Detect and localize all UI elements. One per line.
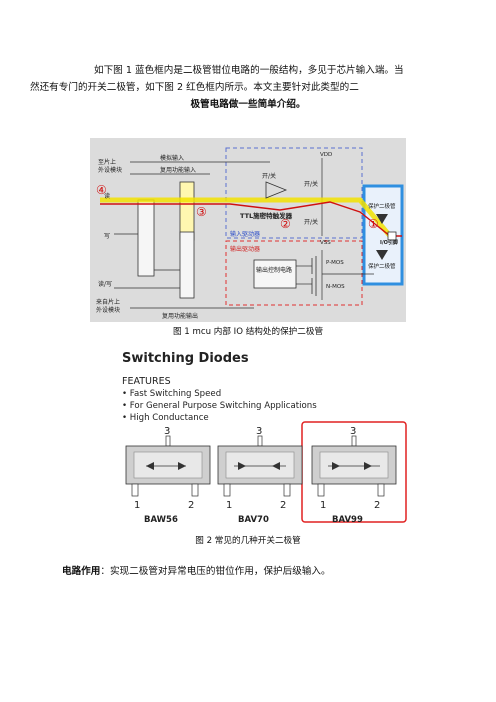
label-peripheral-module: 外设模块 xyxy=(98,166,122,174)
label-alt-input: 复用功能输入 xyxy=(160,166,196,174)
label-protect-diode-lower: 保护二极管 xyxy=(368,262,396,270)
baw56-pin-1: 1 xyxy=(134,500,140,511)
baw56-pin-2: 2 xyxy=(188,500,194,511)
baw56-label: BAW56 xyxy=(144,515,178,524)
package-baw56: 3 1 2 BAW56 xyxy=(125,426,211,525)
lower-diode-icon xyxy=(376,250,388,260)
bav70-pin-1: 1 xyxy=(226,500,232,511)
input-data-register xyxy=(179,181,195,241)
label-io-pin: I/O引脚 xyxy=(380,239,398,246)
intro-line-2: 然还有专门的开关二极管，如下图 2 红色框内所示。本文主要针对此类型的二 xyxy=(30,82,359,93)
label-to-peripheral: 至片上 xyxy=(98,158,116,166)
label-read: 读 xyxy=(104,192,110,200)
bav99-pin-2: 2 xyxy=(374,500,380,511)
schmitt-trigger-symbol xyxy=(265,181,288,199)
label-vss: VSS xyxy=(320,240,331,246)
circuit-effect-label: 电路作用 xyxy=(62,566,101,577)
intro-paragraph: 如下图 1 蓝色框内是二极管钳位电路的一般结构，多见于芯片输入端。当 然还有专门… xyxy=(30,62,434,113)
marker-1: ① xyxy=(368,217,379,231)
label-output-control: 输出控制电路 xyxy=(256,266,292,274)
label-switch-3: 开/关 xyxy=(304,218,318,226)
label-vdd: VDD xyxy=(320,152,332,158)
output-control-block xyxy=(253,259,297,289)
input-driver-box xyxy=(225,147,363,239)
output-data-register xyxy=(179,231,195,299)
label-from-peripheral: 来自片上 xyxy=(96,298,120,306)
label-protect-diode-upper: 保护二极管 xyxy=(368,202,396,210)
circuit-effect-paragraph: 电路作用：实现二极管对异常电压的钳位作用，保护后级输入。 xyxy=(62,563,331,577)
label-pmos: P-MOS xyxy=(326,260,344,266)
bav99-label: BAV99 xyxy=(332,515,363,524)
circuit-effect-text: ：实现二极管对异常电压的钳位作用，保护后级输入。 xyxy=(100,566,331,577)
switching-diodes-figure: Switching Diodes FEATURES • Fast Switchi… xyxy=(122,351,407,525)
label-input-driver: 输入驱动器 xyxy=(230,230,260,238)
fig2-title: Switching Diodes xyxy=(122,351,249,366)
feature-2: • For General Purpose Switching Applicat… xyxy=(122,401,317,411)
baw56-pin-3: 3 xyxy=(164,426,170,437)
io-structure-diagram: 至片上 外设模块 模拟输入 复用功能输入 读 写 读/写 来自片上 外设模块 复… xyxy=(96,147,404,320)
bav70-label: BAV70 xyxy=(238,515,269,524)
label-output-driver: 输出驱动器 xyxy=(230,245,260,253)
label-analog-input: 模拟输入 xyxy=(160,154,184,162)
marker-2: ② xyxy=(280,217,291,231)
io-pin-icon xyxy=(387,231,397,241)
marker-3: ③ xyxy=(196,205,207,219)
package-bav70: 3 1 2 BAV70 xyxy=(217,426,303,525)
marker-4: ④ xyxy=(96,183,107,197)
intro-line-3: 极管电路做一些简单介绍。 xyxy=(190,99,306,110)
label-nmos: N-MOS xyxy=(326,284,345,290)
intro-line-1: 如下图 1 蓝色框内是二极管钳位电路的一般结构，多见于芯片输入端。当 xyxy=(94,65,404,76)
bav70-pin-3: 3 xyxy=(256,426,262,437)
figure-2-switching-diodes: Switching Diodes FEATURES • Fast Switchi… xyxy=(122,346,412,525)
bav99-pin-1: 1 xyxy=(320,500,326,511)
label-alt-output: 复用功能输出 xyxy=(162,312,198,320)
feature-3: • High Conductance xyxy=(122,413,209,423)
label-read-write: 读/写 xyxy=(98,280,112,288)
label-switch-2: 开/关 xyxy=(304,180,318,188)
label-switch-1: 开/关 xyxy=(262,172,276,180)
bav70-pin-2: 2 xyxy=(280,500,286,511)
figure-1-io-structure: 至片上 外设模块 模拟输入 复用功能输入 读 写 读/写 来自片上 外设模块 复… xyxy=(90,138,406,322)
feature-1: • Fast Switching Speed xyxy=(122,389,221,399)
label-peripheral-module-2: 外设模块 xyxy=(96,306,120,314)
label-ttl-schmitt: TTL施密特触发器 xyxy=(240,211,293,220)
label-write: 写 xyxy=(104,233,110,240)
figure-1-caption: 图 1 mcu 内部 IO 结构处的保护二极管 xyxy=(172,327,324,337)
signal-path-highlight xyxy=(100,197,392,238)
bav99-pin-3: 3 xyxy=(350,426,356,437)
upper-diode-icon xyxy=(376,214,388,224)
set-reset-register xyxy=(137,199,155,277)
output-driver-box xyxy=(225,240,363,306)
features-heading: FEATURES xyxy=(122,376,171,387)
package-bav99: 3 1 2 BAV99 xyxy=(311,426,397,525)
figure-2-caption: 图 2 常见的几种开关二极管 xyxy=(195,536,301,546)
